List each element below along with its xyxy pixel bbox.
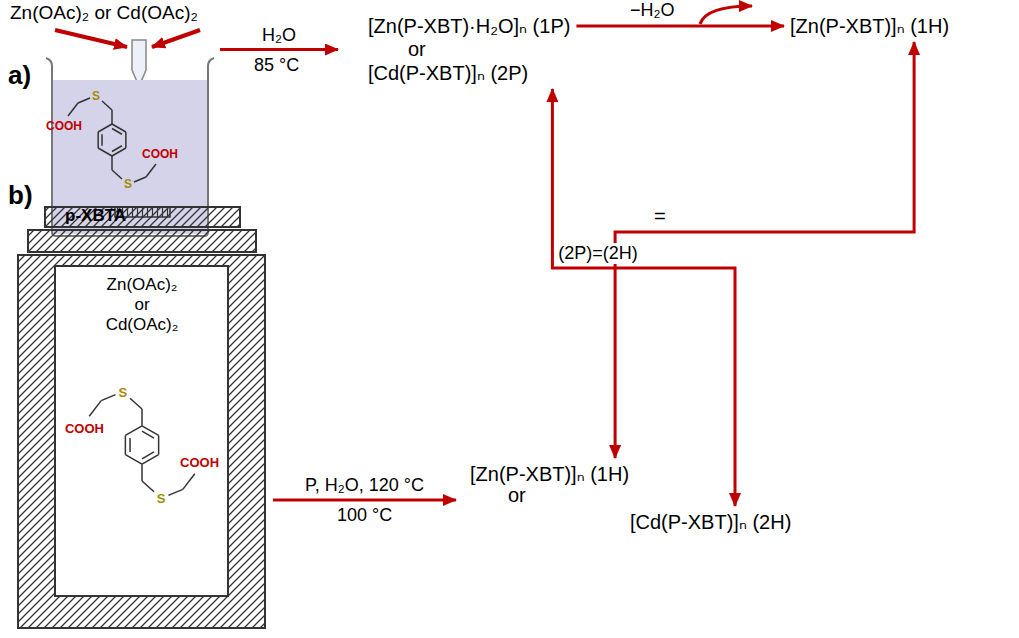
bond-line — [112, 128, 122, 134]
bond-line — [125, 435, 127, 454]
structure-formulas — [68, 98, 195, 495]
bond-line — [112, 146, 122, 152]
bond-line — [134, 177, 146, 182]
reagent-text: Zn(OAc)₂ or Cd(OAc)₂ — [10, 2, 198, 24]
bond-line — [129, 438, 131, 452]
reaction-arrow — [615, 42, 914, 458]
bond-line — [183, 474, 195, 490]
product-group: [Zn(P-XBT)·H₂O]ₙ (1P)or[Cd(P-XBT)]ₙ (2P) — [368, 14, 570, 85]
bond-line — [142, 452, 154, 459]
bond-line — [112, 124, 126, 132]
bond-line — [101, 134, 103, 146]
edge-label: −H₂O — [628, 0, 677, 21]
bond-line — [130, 398, 142, 409]
compound-formula: [Cd(P-XBT)]ₙ (2H) — [630, 510, 791, 534]
product-formula: [Zn(P-XBT)]ₙ (1H) — [470, 462, 629, 486]
compound-name: p-XBTA — [65, 206, 126, 226]
edge-label: (2P)=(2H) — [556, 243, 640, 264]
group-label: COOH — [142, 147, 178, 161]
bond-line — [142, 455, 159, 465]
autoclave-cap — [45, 207, 240, 227]
beaker-vessel: p-XBTA — [45, 40, 215, 237]
bond-line — [125, 132, 127, 148]
conjunction: or — [508, 484, 526, 507]
panel-label: b) — [8, 180, 33, 211]
bond-line — [68, 103, 78, 116]
product-formula: [Zn(P-XBT)]ₙ (1H) — [790, 14, 949, 38]
product-formula: [Cd(P-XBT)]ₙ (2H) — [630, 510, 791, 534]
bond-line — [89, 401, 101, 417]
bond-line — [142, 431, 154, 438]
bond-line — [158, 435, 160, 454]
bond-line — [141, 409, 143, 426]
bond-line — [142, 481, 154, 492]
autoclave-cavity — [55, 266, 228, 596]
bond-line — [111, 110, 113, 124]
bond-line — [111, 156, 113, 170]
dehydration-arrow — [700, 6, 752, 24]
conjunction: or — [368, 38, 570, 61]
atom-label: S — [118, 385, 127, 400]
bond-line — [97, 132, 99, 148]
pipette — [132, 40, 146, 84]
reagent-text: Zn(OAc)₂ or Cd(OAc)₂ — [102, 275, 182, 335]
bond-line — [101, 395, 115, 401]
bond-line — [125, 426, 142, 436]
bond-line — [112, 170, 122, 179]
bond-line — [168, 489, 182, 495]
panel-label: a) — [8, 60, 31, 91]
edge-label: H₂O — [260, 25, 298, 46]
bond-line — [141, 464, 143, 481]
bond-line — [98, 148, 112, 156]
atom-label: S — [157, 490, 166, 505]
structure-bonds — [68, 98, 156, 182]
reaction-arrow — [220, 48, 338, 51]
bond-line — [112, 148, 126, 156]
condition-label: 100 °C — [337, 505, 392, 526]
condition-label: 85 °C — [254, 55, 299, 76]
reagent-arrow — [55, 30, 127, 47]
structure-bonds — [89, 395, 195, 496]
bond-line — [78, 98, 90, 103]
bond-line — [98, 124, 112, 132]
autoclave-plate — [28, 230, 256, 252]
bond-line — [102, 101, 112, 110]
edge-label: = — [652, 205, 668, 228]
autoclave: Zn(OAc)₂ or Cd(OAc)₂ — [18, 205, 265, 630]
group-label: COOH — [65, 421, 104, 436]
compound-formula: [Zn(P-XBT)]ₙ (1H) — [790, 14, 949, 38]
bond-line — [142, 426, 159, 436]
autoclave-body — [18, 255, 265, 628]
reaction-arrow — [576, 25, 784, 28]
atom-label: S — [92, 89, 100, 103]
bond-line — [125, 455, 142, 465]
reaction-arrow — [552, 89, 735, 506]
atom-label: S — [124, 177, 132, 191]
group-label: COOH — [46, 119, 82, 133]
bond-line — [146, 164, 156, 177]
compound-formula: [Cd(P-XBT)]ₙ (2P) — [368, 61, 570, 85]
compound-formula: [Zn(P-XBT)]ₙ (1H) — [470, 462, 629, 486]
reaction-arrow — [273, 499, 456, 502]
compound-formula: [Zn(P-XBT)·H₂O]ₙ (1P) — [368, 14, 570, 38]
edge-label: P, H₂O, 120 °C — [303, 475, 426, 496]
reagent-arrow — [152, 30, 200, 47]
group-label: COOH — [180, 454, 219, 469]
